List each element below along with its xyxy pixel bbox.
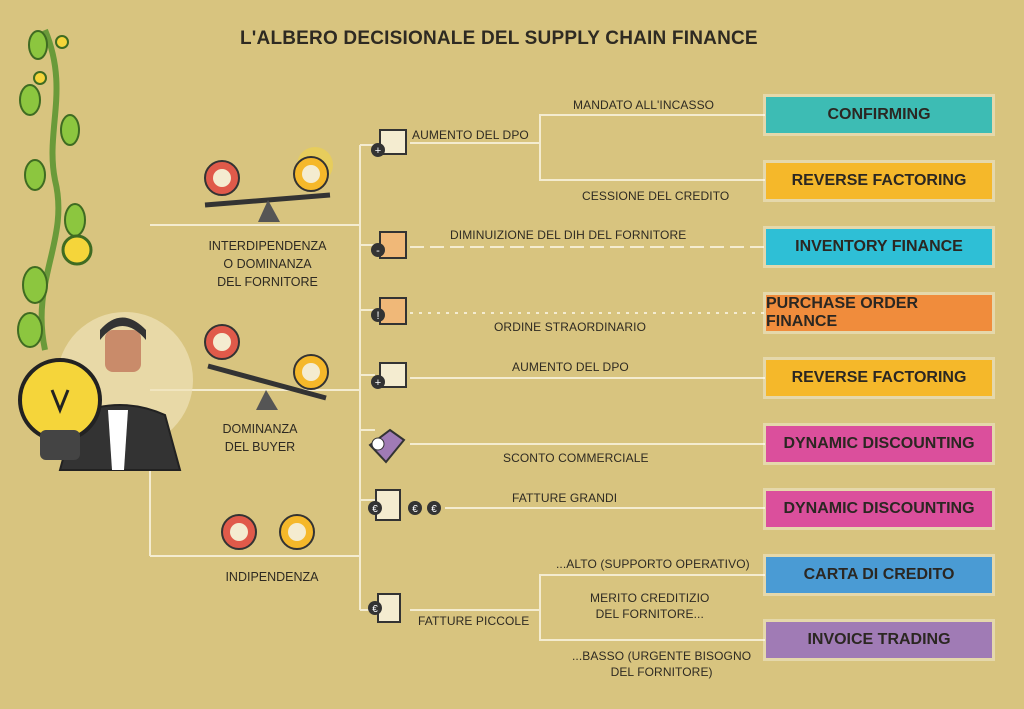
calendar-plus-icon: +: [371, 129, 407, 157]
condition-mandato-incasso: MANDATO ALL'INCASSO: [573, 98, 715, 112]
condition-alto: ...ALTO (SUPPORTO OPERATIVO): [556, 557, 750, 571]
condition-aumento-dpo: AUMENTO DEL DPO: [412, 128, 529, 142]
condition-sconto-commerciale: SCONTO COMMERCIALE: [503, 451, 649, 465]
product-inventory-finance: INVENTORY FINANCE: [766, 229, 992, 265]
euro-symbol: €: [372, 504, 378, 515]
tree-connectors: [149, 114, 765, 641]
invoice-euro-icon: €: [368, 593, 401, 623]
condition-fatture-grandi: FATTURE GRANDI: [512, 491, 618, 505]
product-purchase-order-finance: PURCHASE ORDER FINANCE: [766, 295, 992, 331]
independent-parties-icon: [221, 514, 315, 550]
condition-ordine-straordinario: ORDINE STRAORDINARIO: [494, 320, 647, 334]
condition-aumento-dpo-2: AUMENTO DEL DPO: [512, 360, 629, 374]
product-invoice-trading: INVOICE TRADING: [766, 622, 992, 658]
businessman-illustration: [18, 312, 193, 471]
diagram-title: L'ALBERO DECISIONALE DEL SUPPLY CHAIN FI…: [240, 28, 758, 49]
product-reverse-factoring: REVERSE FACTORING: [766, 163, 992, 199]
euro-symbol: €: [372, 604, 378, 615]
svg-text:+: +: [375, 145, 381, 157]
condition-basso: ...BASSO (URGENTE BISOGNO DEL FORNITORE): [572, 649, 752, 679]
box-minus-icon: -: [371, 231, 407, 259]
product-confirming: CONFIRMING: [766, 97, 992, 133]
svg-text:+: +: [375, 377, 381, 389]
euro-symbol: €: [412, 504, 418, 515]
condition-merito-creditizio: MERITO CREDITIZIO DEL FORNITORE...: [590, 591, 710, 621]
group-label-dominanza-buyer: DOMINANZA DEL BUYER: [222, 422, 298, 454]
product-carta-di-credito: CARTA DI CREDITO: [766, 557, 992, 593]
product-dynamic-discounting-2: DYNAMIC DISCOUNTING: [766, 491, 992, 527]
box-alert-icon: !: [371, 297, 407, 325]
invoices-euro-icon: € € €: [368, 489, 441, 521]
condition-fatture-piccole: FATTURE PICCOLE: [418, 614, 530, 628]
product-dynamic-discounting: DYNAMIC DISCOUNTING: [766, 426, 992, 462]
group-label-interdipendenza: INTERDIPENDENZA O DOMINANZA DEL FORNITOR…: [208, 239, 327, 289]
svg-text:!: !: [376, 310, 379, 322]
group-label-indipendenza: INDIPENDENZA: [225, 570, 319, 584]
condition-cessione-credito: CESSIONE DEL CREDITO: [582, 189, 730, 203]
calendar-plus-icon-2: +: [371, 362, 407, 389]
condition-diminuzione-dih: DIMINUIZIONE DEL DIH DEL FORNITORE: [450, 228, 687, 242]
discount-tag-icon: [368, 428, 406, 464]
euro-symbol: €: [431, 504, 437, 515]
svg-text:-: -: [376, 245, 380, 257]
product-reverse-factoring-2: REVERSE FACTORING: [766, 360, 992, 396]
balance-scale-icon-dominanza: [204, 324, 329, 410]
balance-scale-icon-interdipendenza: [204, 147, 333, 222]
plant-vine-icon: [17, 28, 93, 351]
